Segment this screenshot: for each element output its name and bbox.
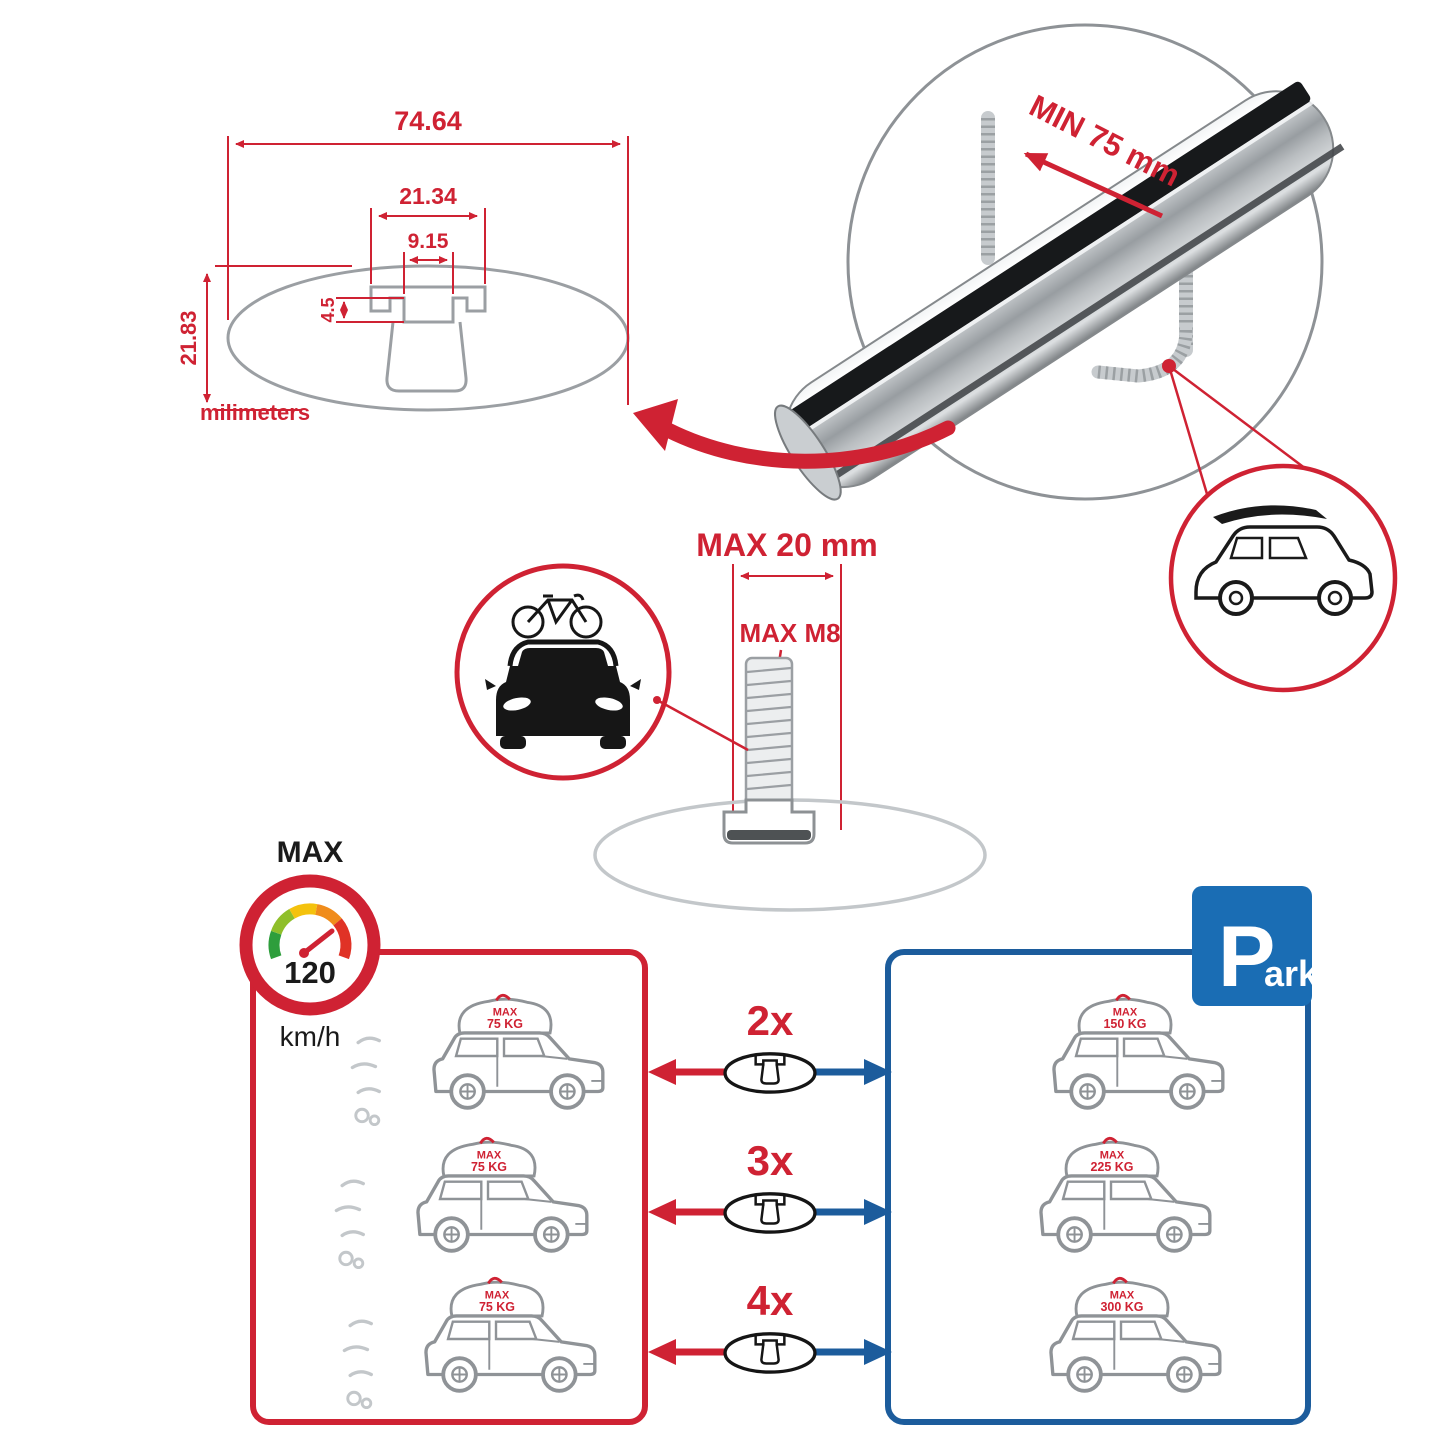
bolt-max-width-label: MAX 20 mm [696, 527, 877, 563]
dim-ext-total-width [227, 136, 629, 405]
multiplier-label: 4x [747, 1277, 794, 1324]
car-parked-1: MAX 150 KG [1052, 993, 1225, 1110]
callout-line-1 [1167, 365, 1209, 495]
right-arrow-icon [864, 1059, 892, 1085]
dim-unit-label: milimeters [200, 400, 310, 425]
car-moving-2: MAX 75 KG [334, 1136, 589, 1270]
min-clamp-arrow [1023, 151, 1164, 219]
left-arrow-icon [648, 1199, 676, 1225]
dim-ext-outer-slot [370, 208, 486, 284]
suv-roofbox-icon [1194, 505, 1374, 616]
cargo-label: MAX [1100, 1150, 1125, 1162]
car-front-icon [485, 639, 641, 749]
cargo-weight: 75 KG [471, 1160, 507, 1174]
parking-letter: P [1218, 909, 1275, 1005]
dim-label-step: 4.5 [318, 297, 338, 322]
dim-label-total-height: 21.83 [176, 310, 201, 365]
bike-car-leader [656, 698, 749, 752]
cargo-weight: 75 KG [479, 1300, 515, 1314]
load-capacity-section: MAX 75 KG MAX 75 KG MAX 75 KG MAX 150 KG… [239, 836, 1319, 1425]
dim-label-outer-slot: 21.34 [399, 183, 457, 209]
bike-car-callout [454, 563, 749, 781]
cargo-label: MAX [485, 1290, 510, 1302]
car-moving-3: MAX 75 KG [342, 1276, 597, 1410]
bolt-rod [744, 656, 794, 806]
left-arrow-icon [648, 1059, 676, 1085]
multiplier-row-2: 3x [648, 1137, 892, 1234]
right-arrow-icon [864, 1199, 892, 1225]
multiplier-label: 3x [747, 1137, 794, 1184]
multiplier-row-3: 4x [648, 1277, 892, 1374]
zoom-arrow [633, 399, 956, 469]
bolt-dim-ext [732, 564, 842, 830]
moving-load-box [250, 949, 648, 1425]
bike-car-dot [653, 696, 661, 704]
cargo-weight: 75 KG [487, 1017, 523, 1031]
crossbar-tslot-block [369, 285, 487, 324]
right-arrow-icon [864, 1339, 892, 1365]
crossbar-dimension-diagram: 74.64 21.34 9.15 4.5 21.83 milimeters [176, 106, 630, 425]
speed-value: 120 [284, 955, 336, 990]
cargo-label: MAX [1110, 1290, 1135, 1302]
roofbox-circle [1168, 463, 1398, 693]
parked-load-box [885, 949, 1311, 1425]
car-moving-1: MAX 75 KG [350, 993, 605, 1127]
crossbar-section-icon [723, 1192, 817, 1234]
dim-ext-total-height [215, 265, 352, 411]
bolt-diagram: MAX 20 mm MAX M8 [454, 527, 987, 912]
speed-max-label: MAX [277, 836, 344, 869]
cargo-label: MAX [1113, 1007, 1138, 1019]
bolt-head [722, 798, 816, 845]
cargo-label: MAX [477, 1150, 502, 1162]
bar-detail-callout: MIN 75 mm [774, 23, 1351, 503]
cargo-weight: 300 KG [1100, 1300, 1143, 1314]
speedometer-icon: 120 [239, 874, 381, 1016]
multiplier-row-1: 2x [648, 997, 892, 1094]
parking-sign: P ark [1192, 886, 1319, 1006]
car-parked-3: MAX 300 KG [1049, 1276, 1222, 1393]
speed-unit: km/h [280, 1021, 341, 1052]
dim-ext-step [336, 297, 404, 323]
left-arrow-icon [648, 1339, 676, 1365]
crossbar-section-icon [723, 1052, 817, 1094]
bike-icon [511, 593, 603, 639]
parking-rest: ark [1264, 953, 1319, 994]
multiplier-label: 2x [747, 997, 794, 1044]
bolt-thread-label: MAX M8 [739, 618, 840, 648]
car-parked-2: MAX 225 KG [1039, 1136, 1212, 1253]
dim-ext-inner-slot [403, 252, 454, 294]
dim-label-total-width: 74.64 [394, 106, 462, 136]
dim-label-inner-slot: 9.15 [408, 230, 449, 253]
cargo-label: MAX [493, 1007, 518, 1019]
crossbar-section-icon [723, 1332, 817, 1374]
cargo-weight: 150 KG [1103, 1017, 1146, 1031]
roofbox-car-callout [1168, 463, 1398, 693]
crossbar-tslot-tub [385, 321, 468, 393]
cargo-weight: 225 KG [1090, 1160, 1133, 1174]
aluminum-crossbar [774, 81, 1345, 501]
